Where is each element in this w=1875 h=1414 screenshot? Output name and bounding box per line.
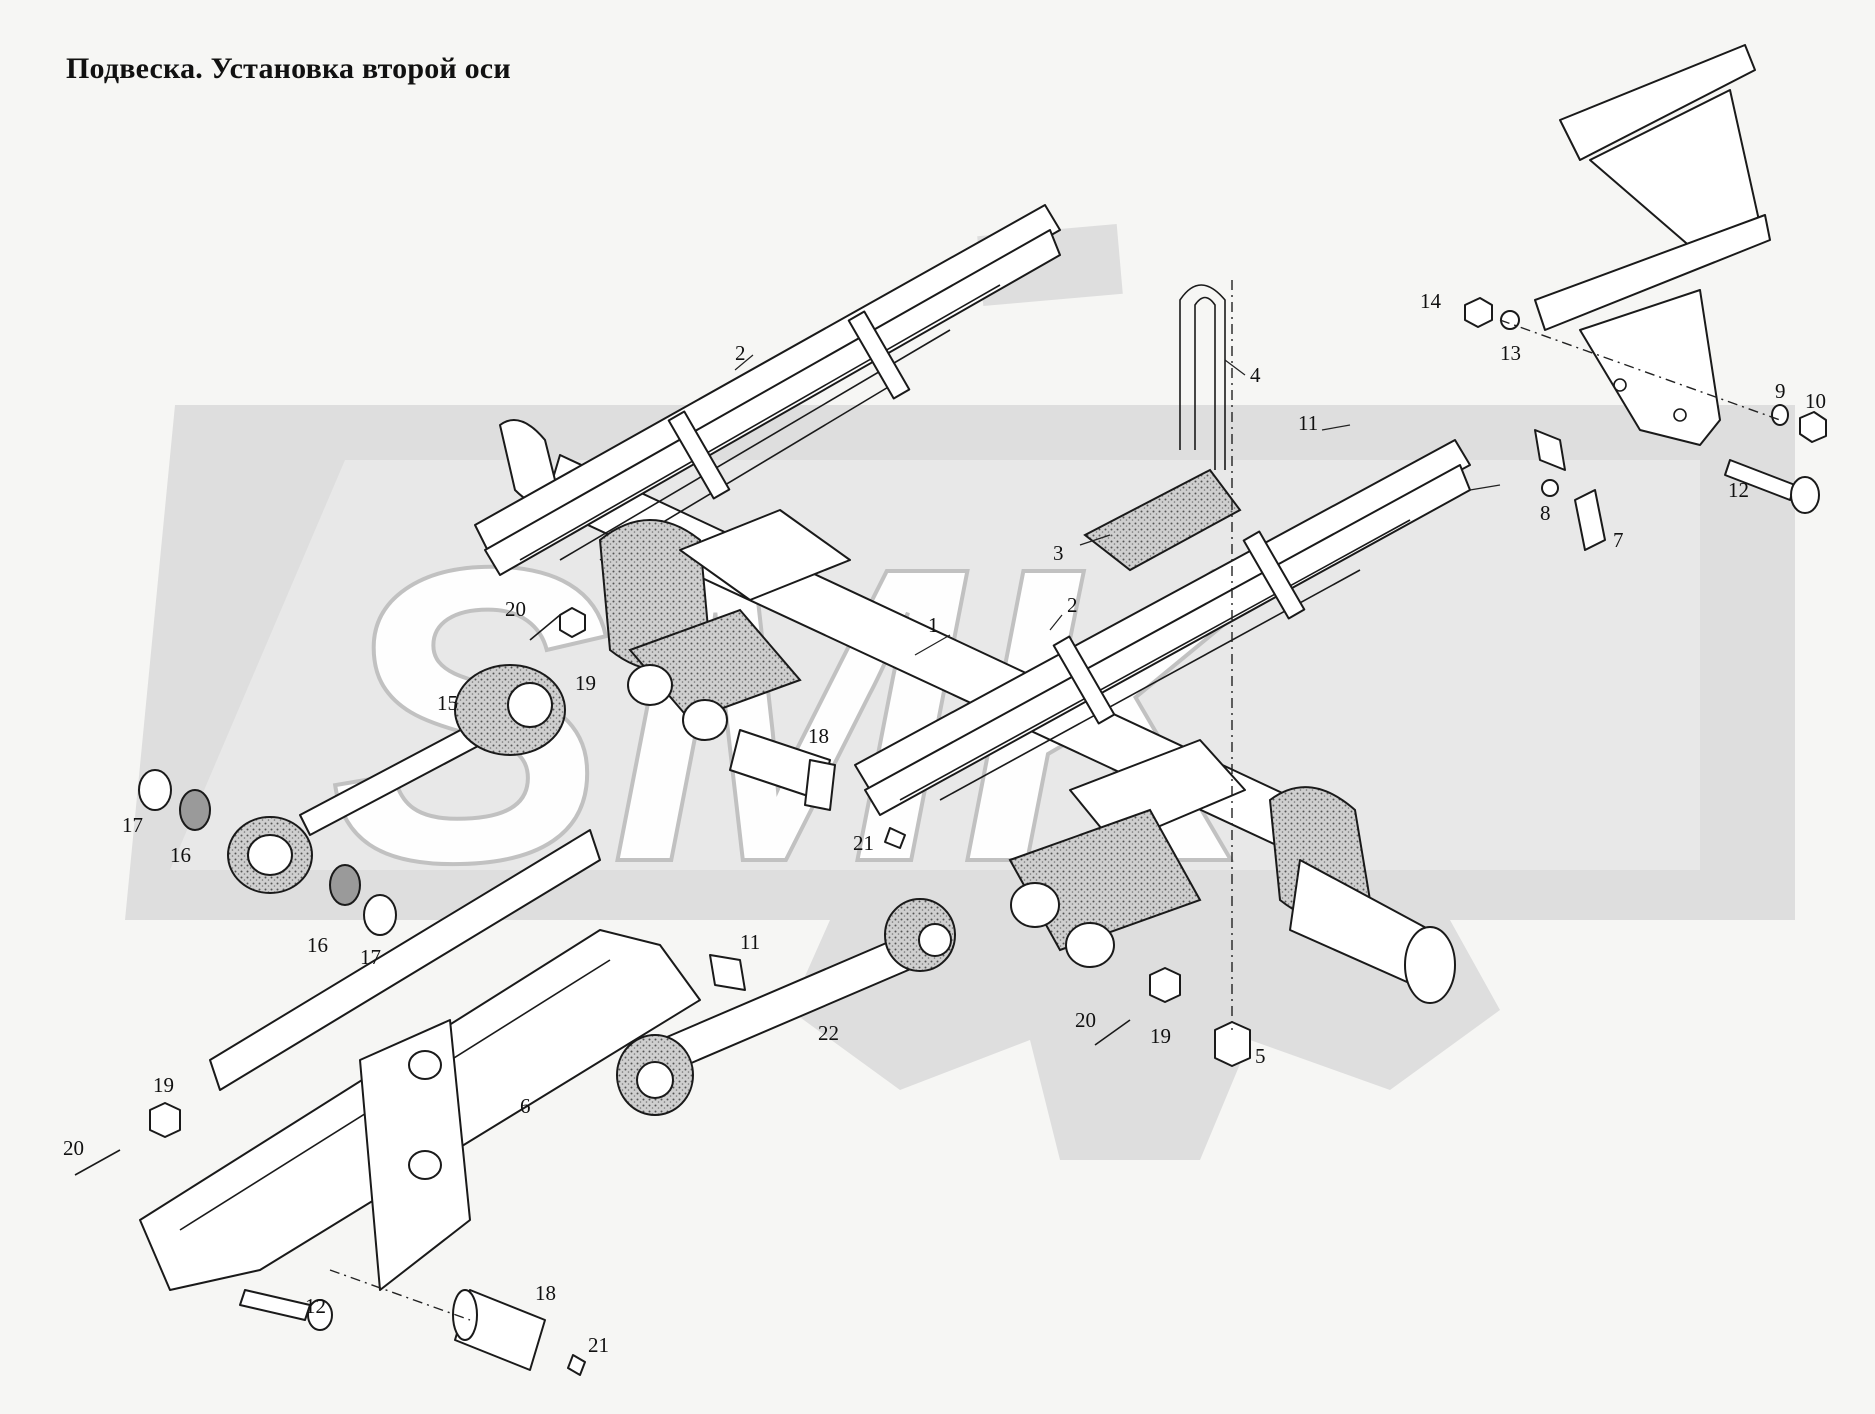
callout-13: 13	[1500, 341, 1521, 365]
nut-10	[1799, 411, 1827, 443]
callout-7: 7	[1613, 528, 1624, 552]
bushing-11-bottom	[709, 954, 746, 991]
nut-19-b	[1149, 967, 1181, 1003]
nut-14	[1464, 297, 1493, 328]
bolt-12-top	[1724, 459, 1820, 514]
bushing-16-a	[179, 789, 211, 831]
callout-8: 8	[1540, 501, 1551, 525]
callout-22: 22	[818, 1021, 839, 1045]
balancer-bracket	[139, 829, 701, 1291]
callout-14: 14	[1420, 289, 1442, 313]
cotter-pin-20-c	[74, 1149, 121, 1176]
nut-19-a	[559, 607, 586, 638]
plate-7	[1574, 489, 1606, 551]
callout-17-a: 17	[122, 813, 143, 837]
callout-1: 1	[928, 613, 939, 637]
reaction-rod-upper	[227, 664, 566, 894]
callout-2-right: 2	[1067, 593, 1078, 617]
callout-19-a: 19	[575, 671, 596, 695]
callout-9: 9	[1775, 379, 1786, 403]
cotter-pin-20-b	[1094, 1019, 1131, 1046]
callout-19-b: 19	[1150, 1024, 1171, 1048]
page-title: Подвеска. Установка второй оси	[66, 52, 511, 85]
grease-fitting-21-b	[567, 1354, 586, 1376]
bushing-16-b	[329, 864, 361, 906]
callout-5: 5	[1255, 1044, 1266, 1068]
leaf-spring-right	[854, 439, 1471, 816]
callout-16-a: 16	[170, 843, 191, 867]
callout-6: 6	[520, 1094, 531, 1118]
callout-12-bottom: 12	[305, 1294, 326, 1318]
bushing-17-b	[363, 894, 397, 936]
washer-9	[1771, 404, 1789, 426]
u-bolt	[1179, 284, 1226, 470]
callout-18-top: 18	[808, 724, 829, 748]
callout-16-b: 16	[307, 933, 328, 957]
callout-17-b: 17	[360, 945, 381, 969]
frame-bracket	[1534, 44, 1771, 446]
callout-3: 3	[1053, 541, 1064, 565]
spring-seat-left	[598, 509, 851, 741]
callout-20-b: 20	[1075, 1008, 1096, 1032]
nut-19-c	[149, 1102, 181, 1138]
callout-20-a: 20	[505, 597, 526, 621]
callout-labels: 2 2 4 3 1 14 13 11 9 10 12 8 7 20 19 15 …	[63, 289, 1826, 1357]
leaf-spring-left	[474, 204, 1061, 576]
callout-10: 10	[1805, 389, 1826, 413]
washer-8	[1541, 479, 1559, 497]
callout-19-c: 19	[153, 1073, 174, 1097]
callout-11-bottom: 11	[740, 930, 760, 954]
pin-upper	[729, 729, 836, 811]
reaction-rod-lower	[616, 898, 956, 1116]
callout-21-bottom: 21	[588, 1333, 609, 1357]
pin-lower	[452, 1289, 546, 1371]
callout-4: 4	[1250, 363, 1261, 387]
callout-2-left: 2	[735, 341, 746, 365]
callout-12-top: 12	[1728, 478, 1749, 502]
leader-lines	[734, 354, 1501, 656]
callout-18-bottom: 18	[535, 1281, 556, 1305]
bolt-12-bottom	[239, 1289, 333, 1331]
spring-pad-plate	[1083, 468, 1242, 572]
callout-21-top: 21	[853, 831, 874, 855]
axis-line-pin	[329, 1269, 471, 1321]
callout-20-c: 20	[63, 1136, 84, 1160]
bushing-11-top	[1534, 429, 1566, 471]
axis-line-bracket	[1499, 319, 1781, 421]
grease-fitting-21-a	[884, 827, 906, 849]
cotter-pin-20-a	[529, 614, 561, 641]
spring-seat-right	[1008, 739, 1246, 968]
callout-15: 15	[437, 691, 458, 715]
callout-11-top: 11	[1298, 411, 1318, 435]
washer-13	[1500, 310, 1520, 330]
bushing-17-a	[138, 769, 172, 811]
